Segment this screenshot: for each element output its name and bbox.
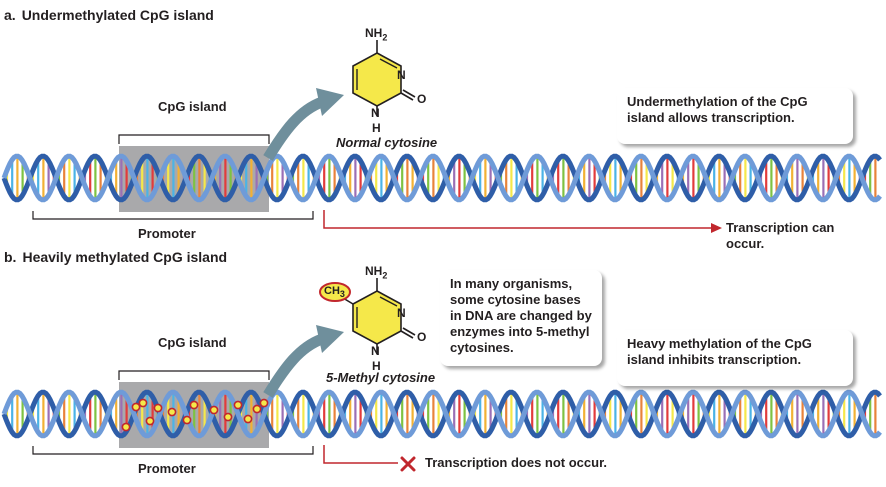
transcription-callout: Undermethylation of the CpG island allow… bbox=[617, 88, 853, 144]
panel-a-letter: a. bbox=[4, 7, 16, 23]
promoter-label: Promoter bbox=[138, 226, 196, 241]
hydrogen: H bbox=[372, 359, 381, 373]
panel-b-heading: b. Heavily methylated CpG island bbox=[4, 249, 227, 265]
ring-nitrogen-h: N bbox=[371, 106, 380, 120]
dna-strand bbox=[1, 389, 882, 439]
molecule-caption: Normal cytosine bbox=[336, 135, 438, 150]
cross-icon bbox=[400, 456, 416, 472]
methyl-marker bbox=[252, 404, 262, 414]
panel-a-heading: a. Undermethylated CpG island bbox=[4, 7, 214, 23]
molecule-caption: 5-Methyl cytosine bbox=[326, 370, 436, 385]
cpg-island-label: CpG island bbox=[158, 99, 227, 114]
dna-double-helix bbox=[1, 153, 882, 203]
methyl-marker bbox=[121, 422, 131, 432]
methyl-marker bbox=[233, 400, 243, 410]
curved-arrow bbox=[263, 88, 344, 161]
methyl-marker bbox=[138, 398, 148, 408]
dna-strand bbox=[1, 153, 882, 203]
transcription-result: Transcription does not occur. bbox=[425, 455, 608, 470]
methyl-marker bbox=[259, 398, 269, 408]
dna-double-helix bbox=[1, 389, 882, 439]
ring-nitrogen: N bbox=[397, 306, 406, 320]
methyl-marker bbox=[131, 402, 141, 412]
blocked-transcription-arrow bbox=[323, 445, 398, 464]
transcription-result: Transcription can occur. bbox=[726, 220, 835, 251]
panel-heavily-methylated: b. Heavily methylated CpG island CpG isla… bbox=[0, 245, 886, 487]
panel-a-title: Undermethylated CpG island bbox=[21, 7, 214, 23]
curved-arrow bbox=[263, 325, 344, 398]
methyl-marker bbox=[167, 407, 177, 417]
methyl-cytosine-ring bbox=[342, 278, 416, 354]
amine-group: NH2 bbox=[365, 264, 388, 281]
panel-undermethylated: a.Undermethylated CpG island CpG island … bbox=[1, 7, 882, 251]
cpg-island-bracket bbox=[32, 370, 314, 455]
methyl-marker bbox=[243, 414, 253, 424]
cpg-island-bracket bbox=[32, 134, 314, 220]
methyl-group-markers bbox=[121, 398, 269, 432]
hydrogen: H bbox=[372, 121, 381, 135]
transcription-arrow bbox=[323, 210, 722, 233]
methyl-marker bbox=[145, 416, 155, 426]
methyl-marker bbox=[189, 400, 199, 410]
methyl-group: CH3 bbox=[324, 285, 345, 300]
ring-nitrogen: N bbox=[397, 68, 406, 82]
methylation-info-callout: In many organisms, some cytosine bases i… bbox=[440, 270, 602, 366]
carbonyl-oxygen: O bbox=[417, 92, 427, 106]
promoter-label: Promoter bbox=[138, 461, 196, 476]
dna-strand bbox=[1, 153, 882, 203]
dna-strand bbox=[1, 389, 882, 439]
methyl-marker bbox=[153, 403, 163, 413]
cpg-island-label: CpG island bbox=[158, 335, 227, 350]
methyl-highlight-icon bbox=[319, 282, 351, 302]
ring-nitrogen-h: N bbox=[371, 344, 380, 358]
panel-b-letter: b. bbox=[4, 249, 17, 265]
methyl-marker bbox=[182, 415, 192, 425]
panel-b-title: Heavily methylated CpG island bbox=[22, 249, 228, 265]
carbonyl-oxygen: O bbox=[417, 330, 427, 344]
transcription-callout: Heavy methylation of the CpG island inhi… bbox=[617, 330, 853, 386]
cytosine-ring bbox=[352, 40, 416, 116]
methyl-marker bbox=[209, 405, 219, 415]
methyl-marker bbox=[223, 412, 233, 422]
amine-group: NH2 bbox=[365, 26, 388, 43]
